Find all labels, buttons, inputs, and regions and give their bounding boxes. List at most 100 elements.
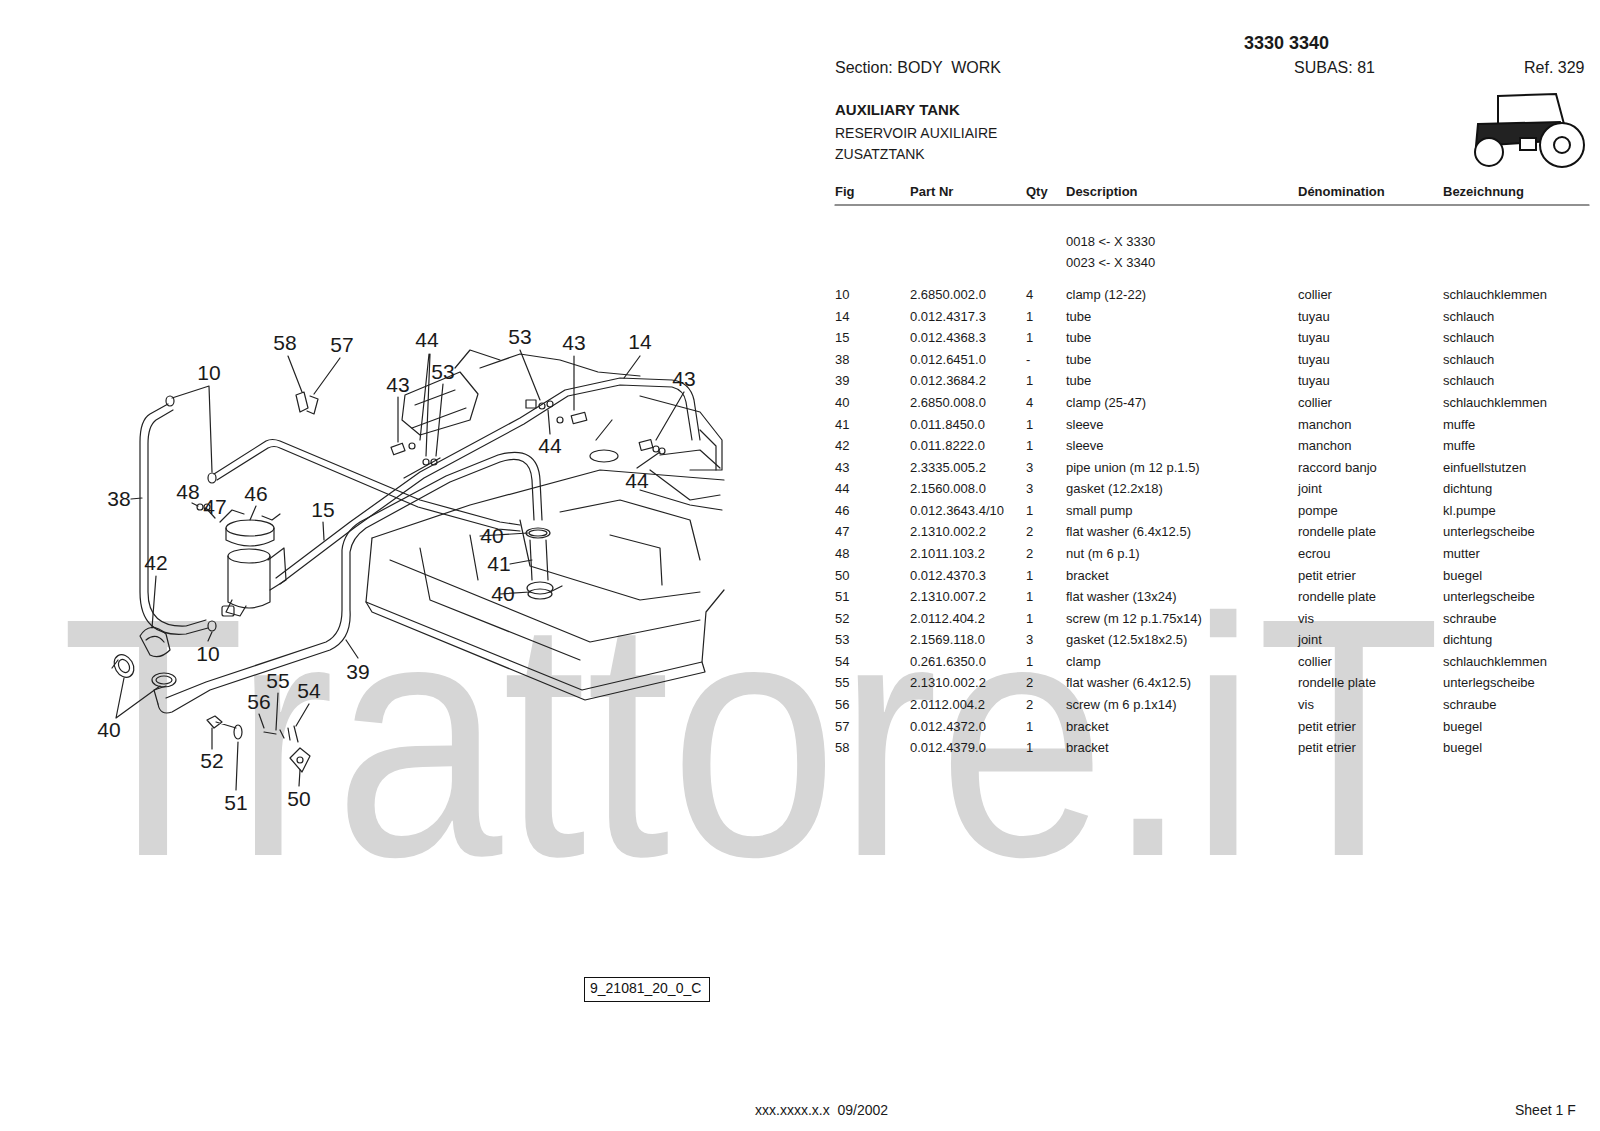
table-cell: 39 [835,373,849,389]
table-cell: schlauch [1443,309,1494,325]
table-cell: schlauch [1443,373,1494,389]
table-cell: raccord banjo [1298,460,1377,476]
table-cell: rondelle plate [1298,524,1376,540]
callout-number: 14 [628,329,651,354]
serial-note: 0018 <- X 3330 [1066,234,1155,250]
table-cell: sleeve [1066,438,1104,454]
table-cell: sleeve [1066,417,1104,433]
table-cell: - [1026,352,1030,368]
table-cell: 47 [835,524,849,540]
table-cell: 0.012.6451.0 [910,352,986,368]
table-cell: vis [1298,611,1314,627]
table-cell: gasket (12.5x18x2.5) [1066,632,1187,648]
table-cell: clamp [1066,654,1101,670]
table-cell: einfuellstutzen [1443,460,1526,476]
callout-number: 40 [491,581,514,606]
table-cell: kl.pumpe [1443,503,1496,519]
table-cell: 56 [835,697,849,713]
table-cell: screw (m 6 p.1x14) [1066,697,1177,713]
table-cell: 38 [835,352,849,368]
table-cell: collier [1298,287,1332,303]
subtitle-de: ZUSATZTANK [835,146,925,163]
callout-number: 43 [386,372,409,397]
table-cell: 40 [835,395,849,411]
table-cell: tube [1066,309,1091,325]
callout-number: 44 [415,327,438,352]
callout-number: 44 [625,468,648,493]
table-cell: joint [1298,632,1322,648]
table-cell: 0.012.4372.0 [910,719,986,735]
table-cell: 1 [1026,373,1033,389]
table-cell: 1 [1026,417,1033,433]
table-cell: 1 [1026,740,1033,756]
table-cell: dichtung [1443,481,1492,497]
table-cell: schlauch [1443,352,1494,368]
table-cell: schlauchklemmen [1443,395,1547,411]
model-number: 3330 3340 [1244,33,1329,55]
callout-number: 47 [203,494,226,519]
ref-text: Ref. 329 [1524,58,1584,77]
table-cell: 43 [835,460,849,476]
table-cell: 4 [1026,287,1033,303]
table-cell: 2.1310.007.2 [910,589,986,605]
serial-note: 0023 <- X 3340 [1066,255,1155,271]
table-cell: clamp (25-47) [1066,395,1146,411]
table-cell: buegel [1443,740,1482,756]
table-cell: tube [1066,373,1091,389]
column-header: Bezeichnung [1443,184,1524,200]
table-cell: 0.012.3643.4/10 [910,503,1004,519]
table-cell: ecrou [1298,546,1331,562]
table-cell: 48 [835,546,849,562]
column-header: Dénomination [1298,184,1385,200]
callout-number: 41 [487,551,510,576]
table-cell: 10 [835,287,849,303]
sheet-number: Sheet 1 F [1515,1102,1576,1119]
table-cell: buegel [1443,568,1482,584]
table-cell: nut (m 6 p.1) [1066,546,1140,562]
table-cell: flat washer (13x24) [1066,589,1177,605]
table-cell: 0.012.4379.0 [910,740,986,756]
table-cell: 2.1310.002.2 [910,675,986,691]
table-cell: clamp (12-22) [1066,287,1146,303]
table-cell: 52 [835,611,849,627]
table-cell: tuyau [1298,352,1330,368]
table-cell: 2.0112.404.2 [910,611,985,627]
table-cell: schlauch [1443,330,1494,346]
table-cell: 2.6850.008.0 [910,395,986,411]
table-cell: 1 [1026,330,1033,346]
table-cell: bracket [1066,568,1109,584]
callout-number: 52 [200,748,223,773]
callout-number: 50 [287,786,310,811]
table-cell: 0.011.8222.0 [910,438,985,454]
watermark: Trattore.iT [61,567,1441,907]
subas-text: SUBAS: 81 [1294,58,1375,77]
table-cell: muffe [1443,438,1475,454]
callout-number: 42 [144,550,167,575]
table-cell: 2 [1026,675,1033,691]
table-cell: unterlegscheibe [1443,589,1535,605]
table-cell: 4 [1026,395,1033,411]
table-cell: 2.0112.004.2 [910,697,985,713]
table-cell: schraube [1443,611,1496,627]
table-cell: 0.012.4368.3 [910,330,986,346]
table-cell: 2 [1026,697,1033,713]
table-cell: 57 [835,719,849,735]
table-cell: flat washer (6.4x12.5) [1066,524,1191,540]
table-cell: 1 [1026,589,1033,605]
table-cell: 1 [1026,719,1033,735]
table-cell: petit etrier [1298,719,1356,735]
table-cell: vis [1298,697,1314,713]
table-cell: bracket [1066,719,1109,735]
footer-text: xxx.xxxx.x.x 09/2002 [755,1102,888,1119]
callout-number: 10 [196,641,219,666]
callout-number: 44 [538,433,561,458]
table-cell: 1 [1026,503,1033,519]
table-cell: tube [1066,352,1091,368]
subtitle-fr: RESERVOIR AUXILIAIRE [835,125,997,142]
callout-number: 40 [97,717,120,742]
table-cell: buegel [1443,719,1482,735]
section-text: Section: BODY WORK [835,58,1001,77]
table-cell: screw (m 12 p.1.75x14) [1066,611,1202,627]
section-title: AUXILIARY TANK [835,101,960,119]
